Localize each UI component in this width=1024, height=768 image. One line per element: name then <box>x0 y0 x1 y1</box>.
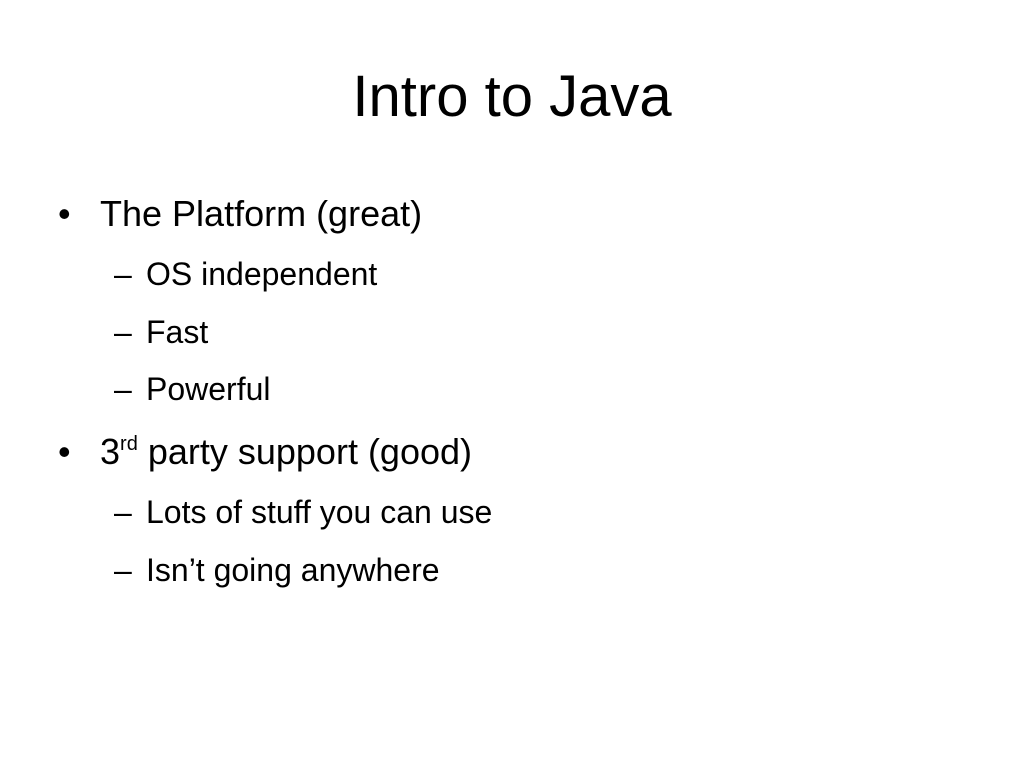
bullet-item-platform: • The Platform (great) <box>58 192 422 236</box>
sub-bullet-item: –Fast <box>114 312 208 352</box>
bullet-marker: • <box>58 431 71 472</box>
sub-bullet-item: –Isn’t going anywhere <box>114 550 440 590</box>
bullet-text-superscript: rd <box>120 433 138 455</box>
bullet-text: The Platform (great) <box>100 193 423 234</box>
bullet-text-prefix: 3 <box>100 431 121 472</box>
sub-bullet-marker: – <box>114 552 132 588</box>
sub-bullet-marker: – <box>114 494 132 530</box>
sub-bullet-item: –Powerful <box>114 369 271 409</box>
sub-bullet-text: OS independent <box>146 256 378 292</box>
bullet-item-third-party: • 3rd party support (good) <box>58 430 472 474</box>
sub-bullet-marker: – <box>114 371 132 407</box>
sub-bullet-text: Fast <box>146 314 209 350</box>
slide-title: Intro to Java <box>352 64 672 129</box>
sub-bullet-text: Lots of stuff you can use <box>146 494 493 530</box>
bullet-marker: • <box>58 193 71 234</box>
sub-bullet-text: Powerful <box>146 371 271 407</box>
sub-bullet-text: Isn’t going anywhere <box>146 552 440 588</box>
sub-bullet-marker: – <box>114 256 132 292</box>
sub-bullet-item: –Lots of stuff you can use <box>114 492 492 532</box>
bullet-text-rest: party support (good) <box>137 431 473 472</box>
sub-bullet-marker: – <box>114 314 132 350</box>
sub-bullet-item: –OS independent <box>114 254 377 294</box>
